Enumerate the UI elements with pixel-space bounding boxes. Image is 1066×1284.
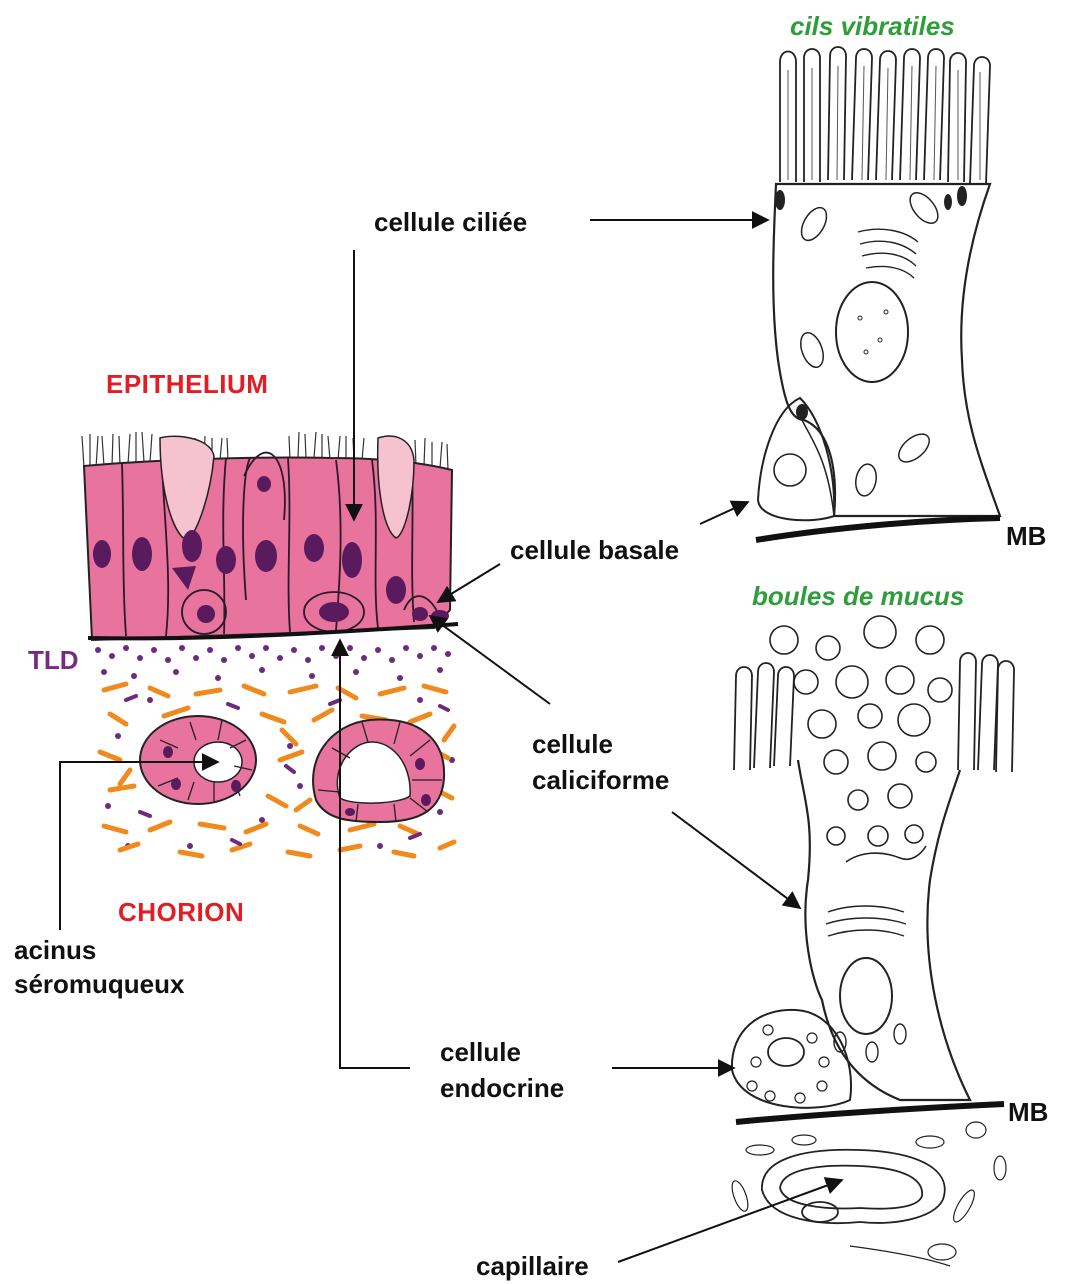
label-capillaire: capillaire xyxy=(476,1250,589,1283)
label-chorion: CHORION xyxy=(118,896,244,929)
arrow-caliciforme-right xyxy=(672,812,800,908)
label-epithelium: EPITHELIUM xyxy=(106,368,268,401)
label-cils-vibratiles: cils vibratiles xyxy=(790,10,955,43)
label-cellule-endocrine-line2: endocrine xyxy=(440,1072,564,1105)
label-cellule-caliciforme-line2: caliciforme xyxy=(532,764,669,797)
label-cellule-caliciforme-line1: cellule xyxy=(532,728,613,761)
mucus-droplets xyxy=(770,616,952,846)
label-acinus-line1: acinus xyxy=(14,934,96,967)
acinus-left xyxy=(140,716,256,804)
label-mb-top: MB xyxy=(1006,520,1046,553)
acinus-right xyxy=(313,720,444,822)
basement-membrane-bottom xyxy=(736,1104,1004,1122)
label-tld: TLD xyxy=(28,644,79,677)
label-acinus-line2: séromuqueux xyxy=(14,968,185,1001)
label-cellule-endocrine-line1: cellule xyxy=(440,1036,521,1069)
capillary xyxy=(762,1150,945,1223)
arrow-basale-top xyxy=(700,502,748,524)
basement-membrane-top xyxy=(756,518,1000,540)
epithelium-block xyxy=(82,432,458,640)
label-boules-de-mucus: boules de mucus xyxy=(752,580,964,613)
label-cellule-ciliee: cellule ciliée xyxy=(374,206,527,239)
goblet-neighbour-cilia xyxy=(734,653,1014,772)
label-mb-bottom: MB xyxy=(1008,1096,1048,1129)
goblet-cell xyxy=(729,616,1014,1266)
label-cellule-basale: cellule basale xyxy=(510,534,679,567)
ciliated-cell xyxy=(756,47,1000,540)
endocrine-cell xyxy=(732,1010,851,1108)
